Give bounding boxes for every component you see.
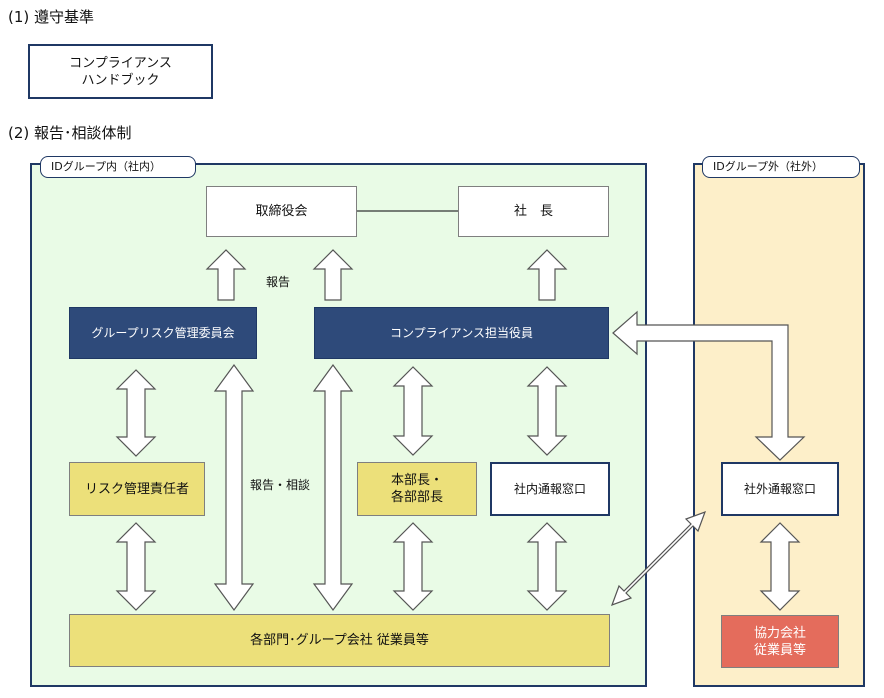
- inside-group-tag: IDグループ内（社内）: [40, 156, 196, 178]
- risk-manager-box: リスク管理責任者: [69, 462, 205, 516]
- president-box: 社 長: [458, 186, 609, 237]
- internal-hotline-box: 社内通報窓口: [490, 462, 610, 516]
- external-hotline-box: 社外通報窓口: [721, 462, 839, 516]
- compliance-handbook-box: コンプライアンス ハンドブック: [28, 44, 213, 99]
- report-consult-label: 報告・相談: [250, 478, 311, 492]
- up-arrow-risk-to-board: [205, 249, 247, 301]
- double-arrow-division-heads-employees: [392, 522, 434, 611]
- double-arrow-external-hotline-partners: [759, 522, 801, 611]
- up-arrow-compliance-to-president: [526, 249, 568, 301]
- group-risk-committee-box: グループリスク管理委員会: [69, 307, 257, 359]
- elbow-arrow-external-to-compliance: [612, 310, 806, 461]
- report-label: 報告: [266, 275, 291, 289]
- outside-group-tag: IDグループ外（社外）: [702, 156, 860, 178]
- compliance-officer-box: コンプライアンス担当役員: [314, 307, 609, 359]
- all-employees-box: 各部門･グループ会社 従業員等: [69, 614, 610, 667]
- division-heads-box: 本部長・ 各部部長: [357, 462, 477, 516]
- double-arrow-committee-risk-manager: [115, 369, 157, 457]
- partner-employees-box: 協力会社 従業員等: [721, 615, 839, 668]
- double-arrow-internal-hotline-employees: [526, 522, 568, 611]
- double-arrow-compliance-internal-hotline: [526, 366, 568, 456]
- section-1-heading: (1) 遵守基準: [8, 8, 95, 26]
- double-arrow-compliance-division-heads: [392, 366, 434, 456]
- double-arrow-risk-manager-employees: [115, 522, 157, 611]
- board-of-directors-box: 取締役会: [206, 186, 357, 237]
- diagonal-arrow-employees-external: [610, 510, 707, 607]
- section-2-heading: (2) 報告･相談体制: [8, 124, 132, 142]
- double-arrow-committee-employees: [213, 363, 255, 612]
- double-arrow-compliance-employees: [312, 363, 354, 612]
- up-arrow-compliance-to-board: [312, 249, 354, 301]
